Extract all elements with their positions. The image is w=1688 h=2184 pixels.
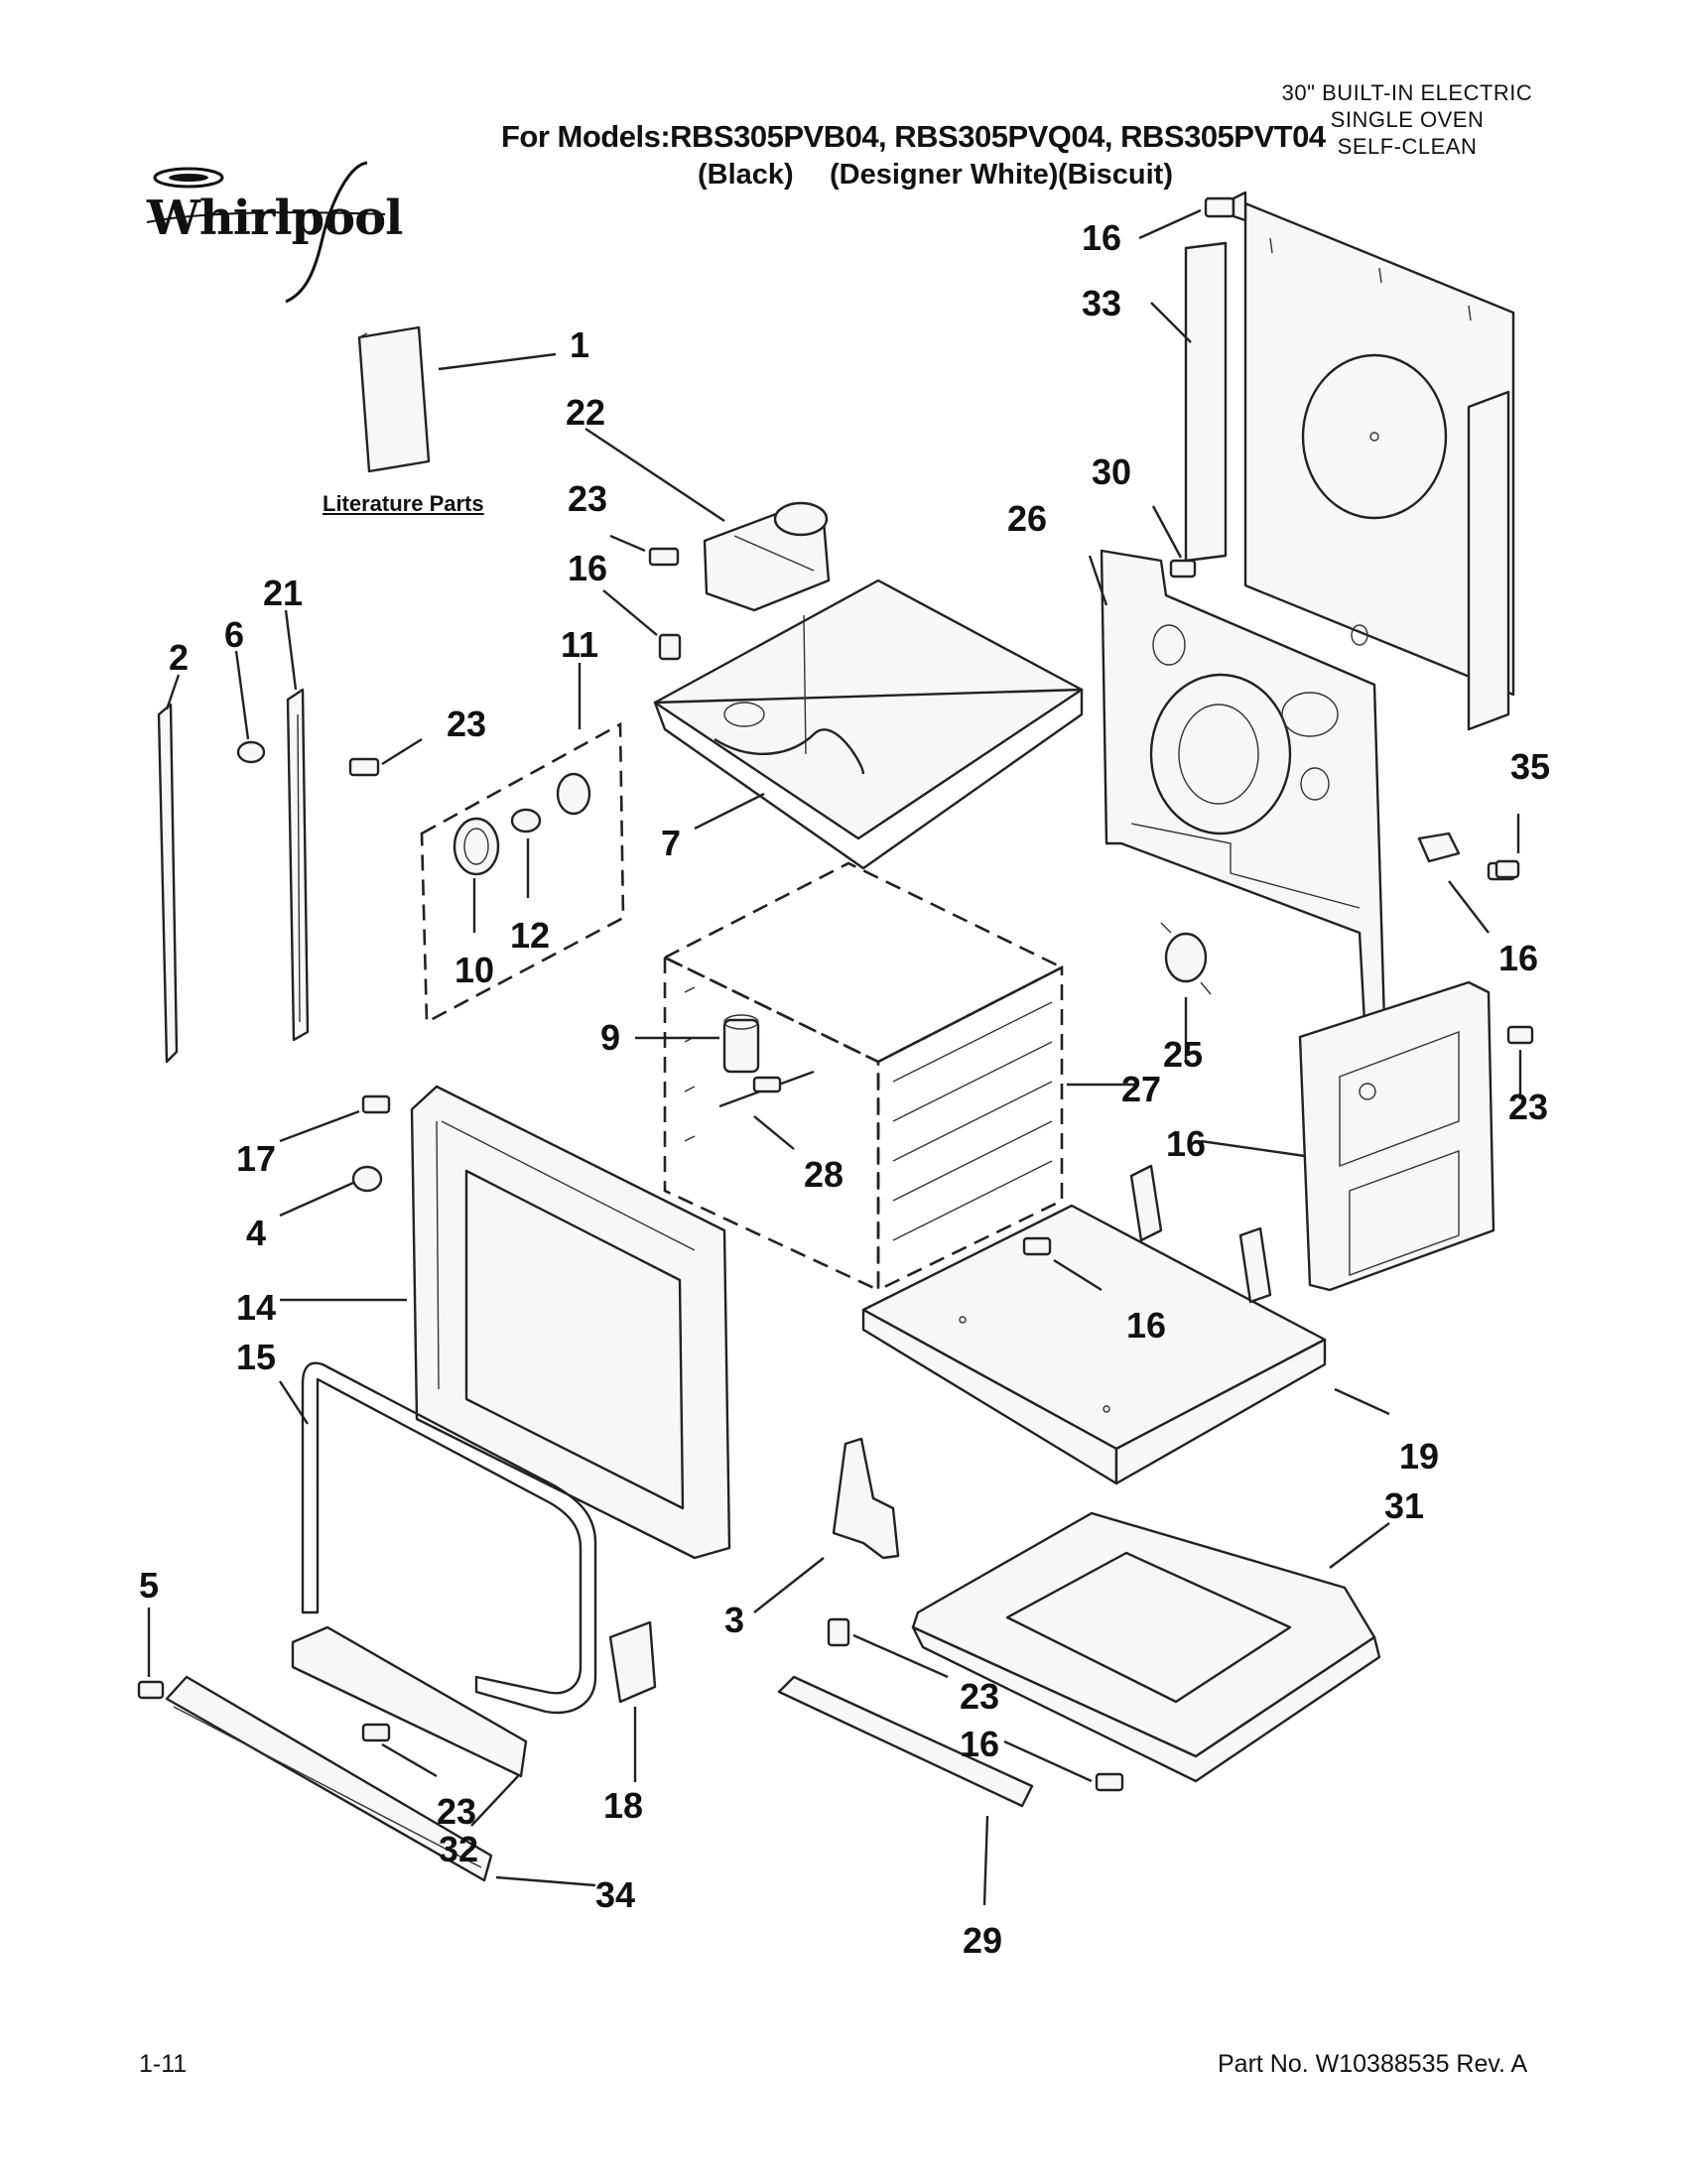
callout-12: 12 [510,915,550,956]
callout-10: 10 [454,950,494,990]
part-9-sensor [722,1014,760,1074]
literature-parts-label: Literature Parts [323,491,484,516]
part-2-gasket-strip [157,703,179,1064]
brand-logo-text: Whirlpool [147,191,403,246]
callout-31: 31 [1384,1485,1424,1526]
callout-11: 11 [561,624,598,665]
part-16-screw-vent [1095,1772,1124,1792]
part-33-rear-panel [1184,201,1515,731]
part-7-top-shield [653,578,1084,870]
callout-15: 15 [236,1337,276,1377]
part-30-thermal-fuse [1160,922,1212,995]
category-line-2: SINGLE OVEN [1330,107,1485,132]
callout-16: 16 [568,548,607,588]
callout-27: 27 [1121,1069,1161,1109]
callout-3: 3 [724,1600,744,1640]
part-27-oven-cavity [662,861,1065,1293]
part-16-screw-top-shield [658,633,682,661]
variant-black: (Black) [698,159,794,191]
variant-biscuit: (Biscuit) [1058,159,1173,191]
part-6-plug [236,740,266,764]
callout-23: 23 [437,1791,476,1832]
part-5-screw [137,1680,165,1700]
callout-26: 26 [1007,498,1047,539]
page-number: 1-11 [139,2050,188,2078]
variant-designer-white: (Designer White) [830,159,1059,191]
callout-17: 17 [236,1138,276,1179]
part-3-bracket [832,1437,900,1560]
part-4-spacer [351,1165,383,1193]
part-23-screw-right [1494,859,1520,879]
callout-34: 34 [595,1874,635,1915]
callout-23: 23 [447,704,486,744]
callout-19: 19 [1399,1436,1439,1477]
callout-22: 22 [566,392,605,433]
part-number: Part No. W10388535 Rev. A [1218,2050,1528,2078]
part-31-bottom-pan [911,1511,1381,1783]
callout-28: 28 [804,1154,844,1195]
callout-7: 7 [661,823,681,863]
callout-18: 18 [603,1785,643,1826]
callout-21: 21 [263,573,303,613]
part-23-screw-trim [361,1723,391,1742]
callout-23: 23 [568,478,607,519]
part-18-bracket [608,1620,657,1704]
part-28-probe [718,1070,815,1108]
callout-14: 14 [236,1287,276,1328]
callout-35: 35 [1510,746,1550,787]
callout-9: 9 [600,1017,620,1058]
part-25-side-panel [1298,980,1495,1292]
callout-6: 6 [224,614,244,655]
callout-16: 16 [1126,1305,1166,1346]
callout-5: 5 [139,1565,159,1606]
part-16-screw-shield [1022,1236,1052,1256]
part-16-screw-panel [1506,1025,1534,1045]
category-line-3: SELF-CLEAN [1337,134,1478,159]
whirlpool-logo-icon [146,161,386,304]
part-16-screw-top [1204,191,1247,222]
callout-16: 16 [1082,217,1121,258]
callout-33: 33 [1082,283,1121,323]
category-line-1: 30" BUILT-IN ELECTRIC [1281,80,1533,105]
part-32-bottom-trim [291,1625,528,1778]
part-21-trim-strip [286,688,310,1042]
part-11-lamp-assembly [420,721,625,1025]
part-17-screw [361,1094,391,1114]
callout-16: 16 [1166,1123,1206,1164]
callout-16: 16 [1498,938,1538,978]
callout-23: 23 [960,1676,999,1717]
models-line: For Models:RBS305PVB04, RBS305PVQ04, RBS… [501,119,1326,154]
part-34-kick-plate [165,1675,493,1882]
part-14-front-frame [410,1085,731,1560]
callout-1: 1 [570,324,589,365]
callout-numbers: 1222316262111237101291742827141553182332… [139,217,1550,1961]
callout-16: 16 [960,1724,999,1764]
part-23-screw-vent [827,1617,850,1647]
callout-23: 23 [1508,1087,1548,1127]
part-23-screw-21 [348,757,380,777]
part-29-vent-trim [777,1675,1034,1808]
part-15-door-gasket [301,1361,597,1715]
callout-25: 25 [1163,1034,1203,1075]
part-16-screw-side [1169,559,1197,578]
callout-29: 29 [963,1920,1002,1961]
callout-2: 2 [169,637,189,678]
part-22-motor-assembly [703,501,831,612]
callout-32: 32 [439,1829,478,1869]
part-23-screw-22 [648,547,680,567]
callout-30: 30 [1092,451,1131,492]
part-1-literature [357,325,431,473]
part-19-bottom-shield [861,1164,1327,1485]
callout-4: 4 [246,1213,266,1253]
